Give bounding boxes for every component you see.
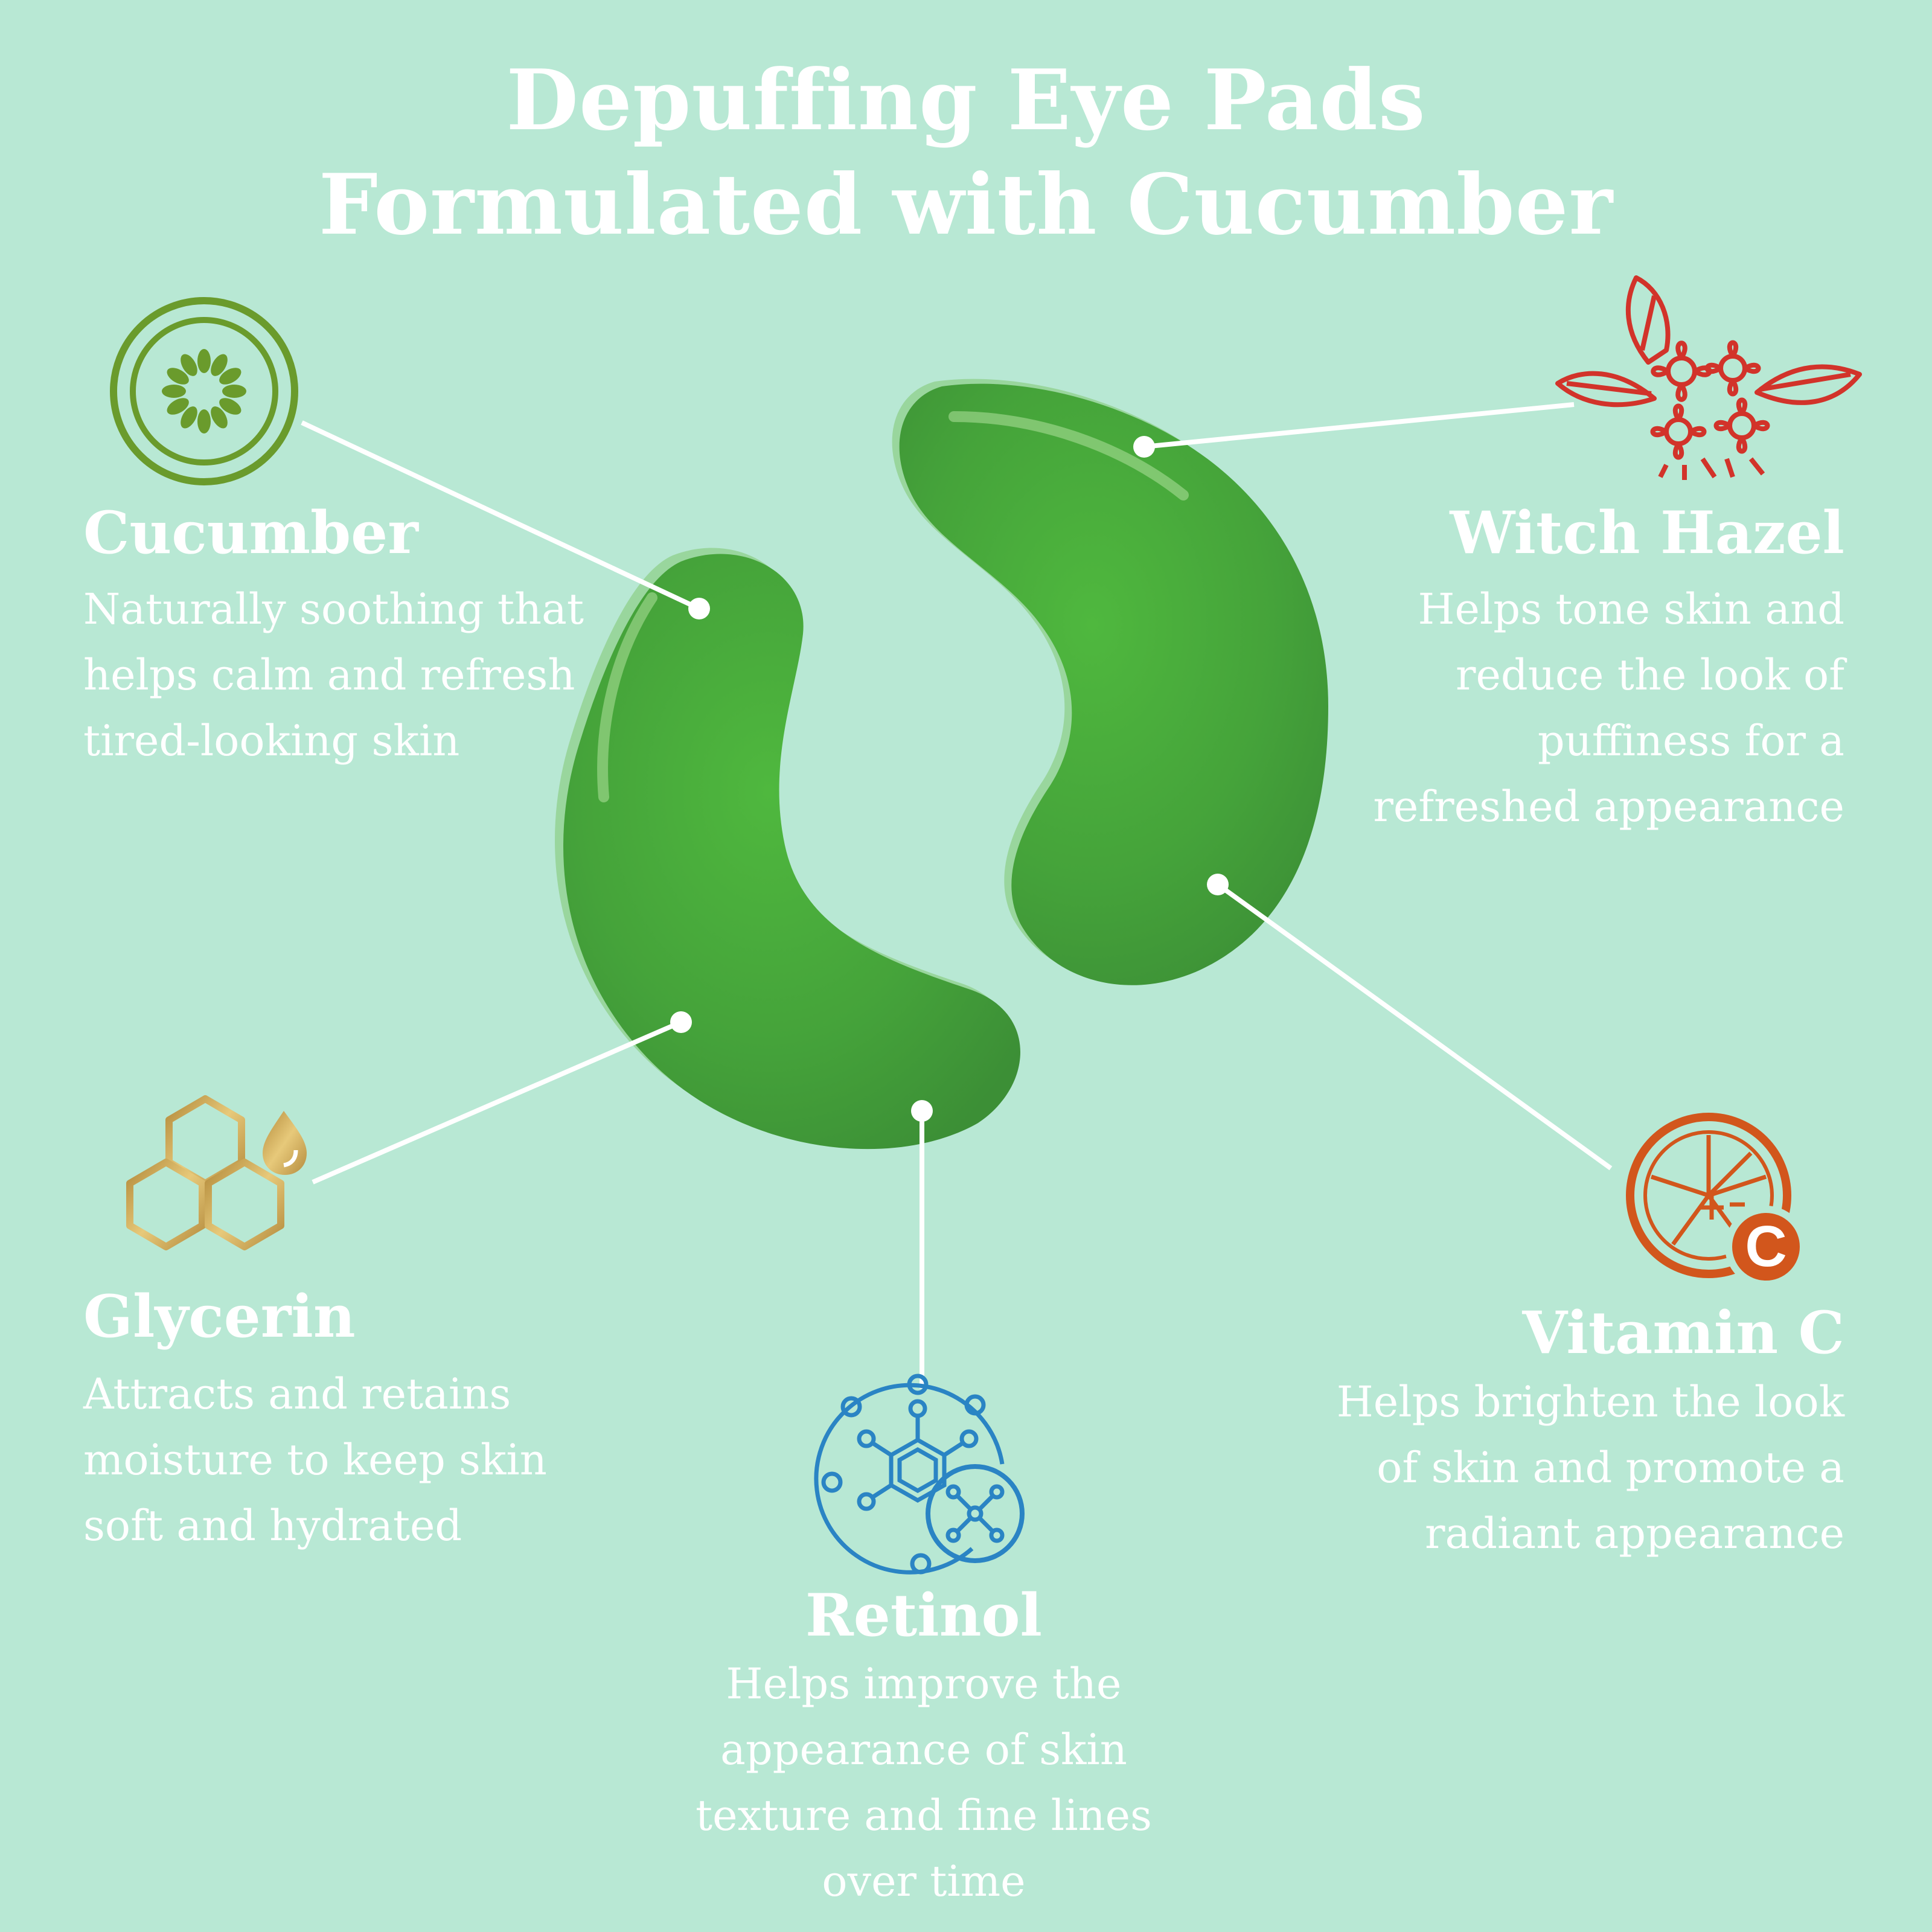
glycerin-description: Attracts and retains moisture to keep sk… <box>83 1361 547 1559</box>
citrus-slice-vitamin-c-icon <box>1626 1113 1807 1288</box>
glycerin-desc-line: Attracts and retains <box>83 1369 511 1419</box>
cucumber-desc-line: tired-looking skin <box>83 716 460 766</box>
connector-dot-vitamin-c <box>1207 874 1229 895</box>
vitamin-c-desc-line: Helps brighten the look <box>1336 1377 1844 1427</box>
glycerin-desc-line: moisture to keep skin <box>83 1435 547 1485</box>
cucumber-description: Naturally soothing that helps calm and r… <box>83 577 584 774</box>
vitamin-c-badge-letter: C <box>1745 1214 1787 1279</box>
glycerin-heading: Glycerin <box>83 1282 356 1351</box>
connector-cucumber <box>301 420 700 611</box>
witch-hazel-flower-icon <box>1555 275 1862 480</box>
eye-pad-left <box>555 548 1020 1150</box>
eye-pad-right <box>892 379 1328 985</box>
retinol-desc-line: Helps improve the <box>726 1659 1122 1709</box>
molecule-icon <box>814 1374 1025 1575</box>
title-line-2: Formulated with Cucumber <box>318 155 1614 254</box>
cucumber-slice-icon <box>110 297 298 485</box>
retinol-description: Helps improve the appearance of skin tex… <box>652 1651 1195 1914</box>
connector-lines <box>301 402 1613 1389</box>
witch-hazel-heading: Witch Hazel <box>1450 499 1844 567</box>
connector-dot-retinol <box>911 1100 933 1122</box>
retinol-heading: Retinol <box>805 1581 1042 1649</box>
witch-hazel-desc-line: reduce the look of <box>1456 650 1844 700</box>
connector-witch-hazel <box>1144 402 1575 449</box>
connector-dot-cucumber <box>688 598 710 619</box>
witch-hazel-desc-line: Helps tone skin and <box>1418 584 1844 634</box>
vitamin-c-desc-line: of skin and promote a <box>1377 1443 1844 1492</box>
title-line-1: Depuffing Eye Pads <box>506 51 1426 149</box>
connector-vitamin-c <box>1216 882 1613 1171</box>
witch-hazel-description: Helps tone skin and reduce the look of p… <box>1373 577 1844 840</box>
vitamin-c-description: Helps brighten the look of skin and prom… <box>1337 1369 1844 1567</box>
witch-hazel-desc-line: refreshed appearance <box>1373 782 1844 831</box>
connector-dot-witch-hazel <box>1133 436 1155 458</box>
vitamin-c-desc-line: radiant appearance <box>1424 1509 1844 1558</box>
retinol-desc-line: over time <box>822 1857 1026 1906</box>
page-title: Depuffing Eye Pads Formulated with Cucum… <box>0 48 1932 257</box>
glycerin-desc-line: soft and hydrated <box>83 1501 462 1550</box>
vitamin-c-heading: Vitamin C <box>1522 1299 1844 1367</box>
cucumber-desc-line: helps calm and refresh <box>83 650 575 700</box>
retinol-desc-line: texture and fine lines <box>696 1791 1152 1840</box>
cucumber-heading: Cucumber <box>83 499 418 567</box>
connector-dot-glycerin <box>670 1011 692 1033</box>
connector-glycerin <box>312 1020 682 1185</box>
retinol-desc-line: appearance of skin <box>720 1725 1127 1774</box>
cucumber-desc-line: Naturally soothing that <box>83 584 584 634</box>
witch-hazel-desc-line: puffiness for a <box>1537 716 1844 766</box>
honeycomb-drop-icon <box>126 1095 307 1250</box>
